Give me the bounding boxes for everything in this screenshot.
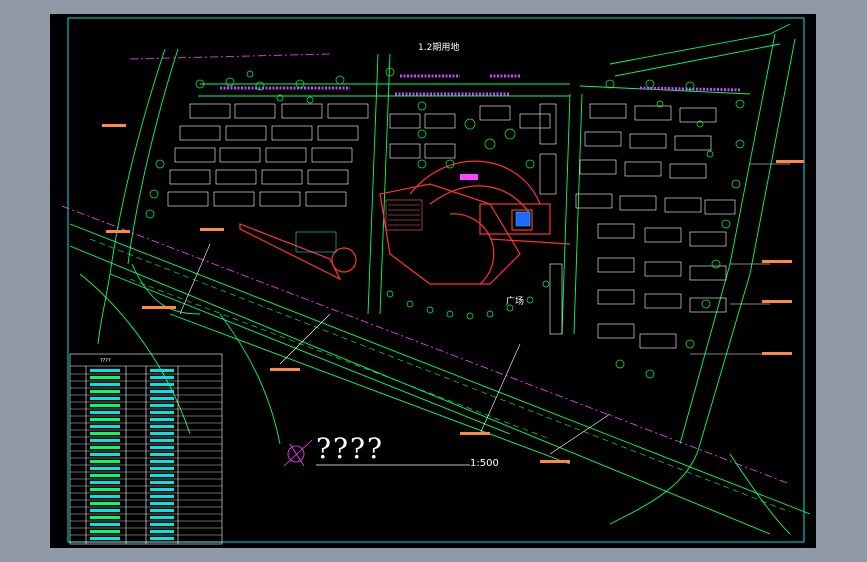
site-plan-drawing (61, 17, 811, 545)
legend-spec (150, 488, 174, 491)
legend-spec (150, 425, 174, 428)
tree-symbols (145, 67, 745, 379)
legend-spec (150, 383, 174, 386)
callout-leaders (179, 163, 790, 455)
magenta-marker (460, 174, 478, 180)
stair-block (385, 199, 423, 231)
legend-spec (150, 390, 174, 393)
legend-symbol (90, 509, 120, 512)
hatched-pool (295, 231, 337, 253)
legend-symbol (90, 397, 120, 400)
legend-spec (150, 439, 174, 442)
callout-tags (102, 124, 804, 463)
plaza-label: 广场 (506, 297, 525, 307)
legend-symbol (90, 467, 120, 470)
legend-symbol (90, 516, 120, 519)
legend-spec (150, 495, 174, 498)
legend-symbol (90, 369, 120, 372)
axis-lines (61, 53, 791, 485)
legend-symbol (90, 474, 120, 477)
legend-spec (150, 397, 174, 400)
red-site-boundary (239, 160, 571, 285)
legend-spec (150, 376, 174, 379)
legend-symbol (90, 432, 120, 435)
legend-symbol (90, 411, 120, 414)
lane-lines (89, 238, 791, 513)
legend-table-marks (90, 369, 174, 540)
legend-symbol (90, 404, 120, 407)
stair-treads (388, 204, 420, 226)
legend-spec (150, 453, 174, 456)
scale-label: 1:500 (470, 458, 499, 469)
legend-spec (150, 523, 174, 526)
legend-symbol (90, 446, 120, 449)
legend-spec (150, 369, 174, 372)
hedge-rows (220, 74, 741, 96)
building-blocks-right (549, 103, 736, 349)
legend-spec (150, 460, 174, 463)
water-feature (515, 211, 531, 227)
cad-viewport[interactable]: 1.2期用地 广场 ???? 1:500 ???? (50, 14, 816, 548)
legend-table-rows (70, 373, 222, 543)
legend-spec (150, 530, 174, 533)
legend-symbol (90, 502, 120, 505)
legend-symbol (90, 530, 120, 533)
legend-spec (150, 474, 174, 477)
legend-table (69, 353, 223, 545)
legend-symbol (90, 460, 120, 463)
legend-symbol (90, 390, 120, 393)
legend-symbol (90, 439, 120, 442)
legend-spec (150, 404, 174, 407)
building-blocks-left (167, 103, 557, 207)
site-title-label: 1.2期用地 (418, 43, 460, 53)
legend-table-title: ???? (100, 358, 111, 364)
legend-symbol (90, 537, 120, 540)
road-network (69, 23, 811, 535)
legend-symbol (90, 488, 120, 491)
legend-symbol (90, 523, 120, 526)
legend-spec (150, 481, 174, 484)
legend-symbol (90, 481, 120, 484)
legend-spec (150, 467, 174, 470)
legend-symbol (90, 495, 120, 498)
drawing-title: ???? (316, 432, 385, 465)
legend-spec (150, 516, 174, 519)
north-arrow-icon (283, 439, 313, 467)
legend-symbol (90, 453, 120, 456)
legend-spec (150, 509, 174, 512)
legend-spec (150, 502, 174, 505)
legend-symbol (90, 425, 120, 428)
legend-symbol (90, 383, 120, 386)
drawing-frame (67, 17, 805, 543)
legend-spec (150, 446, 174, 449)
legend-symbol (90, 376, 120, 379)
legend-symbol (90, 418, 120, 421)
legend-spec (150, 411, 174, 414)
legend-spec (150, 537, 174, 540)
legend-spec (150, 418, 174, 421)
legend-spec (150, 432, 174, 435)
